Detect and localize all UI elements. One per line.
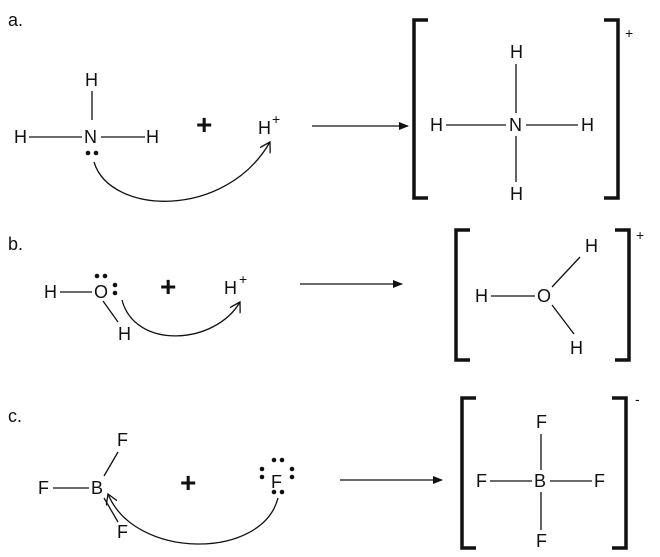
hydronium-h-left: H <box>475 286 488 306</box>
label-a: a. <box>8 10 23 30</box>
bracket-left-b <box>454 228 470 362</box>
ammonium-h-bottom: H <box>510 184 523 204</box>
proton-b: H + <box>224 271 247 298</box>
fluoride-f: F <box>271 472 282 492</box>
bf4-f-top: F <box>536 412 547 432</box>
bf4-f-right: F <box>594 471 605 491</box>
bf3-f-bottom: F <box>117 522 128 542</box>
hydronium-bond-up <box>551 256 581 288</box>
water-h-left: H <box>44 282 57 302</box>
plus-sign-a: + <box>196 109 212 140</box>
plus-sign-b: + <box>160 271 176 302</box>
water-lone-pair-top <box>94 273 108 279</box>
hydronium-h-bottom: H <box>570 338 583 358</box>
bracket-right-a <box>604 18 620 200</box>
bracket-left-a <box>412 18 428 200</box>
hydronium-charge: + <box>636 227 644 243</box>
plus-sign-c: + <box>180 467 196 498</box>
boron-trifluoride: F F B F <box>38 430 128 542</box>
bf3-f-left: F <box>38 478 49 498</box>
ammonium-n: N <box>509 115 522 135</box>
ammonium-ion: + H H N H H <box>412 18 633 204</box>
bracket-right-c <box>612 396 628 550</box>
label-b: b. <box>8 234 23 254</box>
bracket-left-c <box>460 396 476 550</box>
hydronium-ion: + H O H H <box>454 227 644 362</box>
bf4-f-left: F <box>476 471 487 491</box>
bf3-bond-top <box>103 451 119 477</box>
water-bond-down <box>102 300 119 323</box>
bf4-f-bottom: F <box>536 531 547 551</box>
hydronium-bond-down <box>551 304 575 335</box>
water-h-bottom: H <box>118 324 131 344</box>
ammonium-charge: + <box>625 25 633 41</box>
proton-b-symbol: H <box>224 278 237 298</box>
reaction-c: c. F F B F + F <box>8 391 640 551</box>
proton-a-charge: + <box>272 111 280 127</box>
label-c: c. <box>8 406 22 426</box>
ammonium-h-top: H <box>510 42 523 62</box>
reaction-a: a. H H N H + H + + H <box>8 10 633 204</box>
electron-push-arrow-c <box>108 494 279 545</box>
electron-push-arrow-a <box>93 142 270 202</box>
water-o: O <box>94 282 108 302</box>
fluoride-lone-pair-top <box>271 457 285 463</box>
ammonium-h-right: H <box>581 115 594 135</box>
tetrafluoroborate-charge: - <box>635 391 640 407</box>
hydronium-h-top: H <box>585 236 598 256</box>
ammonia-lone-pair <box>85 150 99 156</box>
proton-a-symbol: H <box>258 118 271 138</box>
bracket-right-b <box>615 228 631 362</box>
fluoride-lone-pair-bottom <box>271 489 285 495</box>
water-molecule: H O H <box>44 273 131 344</box>
electron-push-arrow-b <box>121 299 240 337</box>
fluoride-ion: F <box>259 457 295 495</box>
ammonia-molecule: H H N H <box>14 70 159 156</box>
water-lone-pair-right <box>112 282 118 296</box>
fluoride-lone-pair-left <box>259 466 265 480</box>
ammonia-h-right: H <box>146 127 159 147</box>
ammonia-h-left: H <box>14 127 27 147</box>
proton-a: H + <box>258 111 280 138</box>
proton-b-charge: + <box>239 271 247 287</box>
hydronium-o: O <box>537 286 551 306</box>
tetrafluoroborate-ion: - F F B F F <box>460 391 640 551</box>
bf3-b: B <box>91 478 103 498</box>
ammonium-h-left: H <box>430 115 443 135</box>
bf4-b: B <box>534 471 546 491</box>
bf3-f-top: F <box>117 430 128 450</box>
ammonia-h-top: H <box>85 70 98 90</box>
reaction-b: b. H O H + H + + <box>8 227 644 362</box>
ammonia-n: N <box>84 127 97 147</box>
fluoride-lone-pair-right <box>289 466 295 480</box>
